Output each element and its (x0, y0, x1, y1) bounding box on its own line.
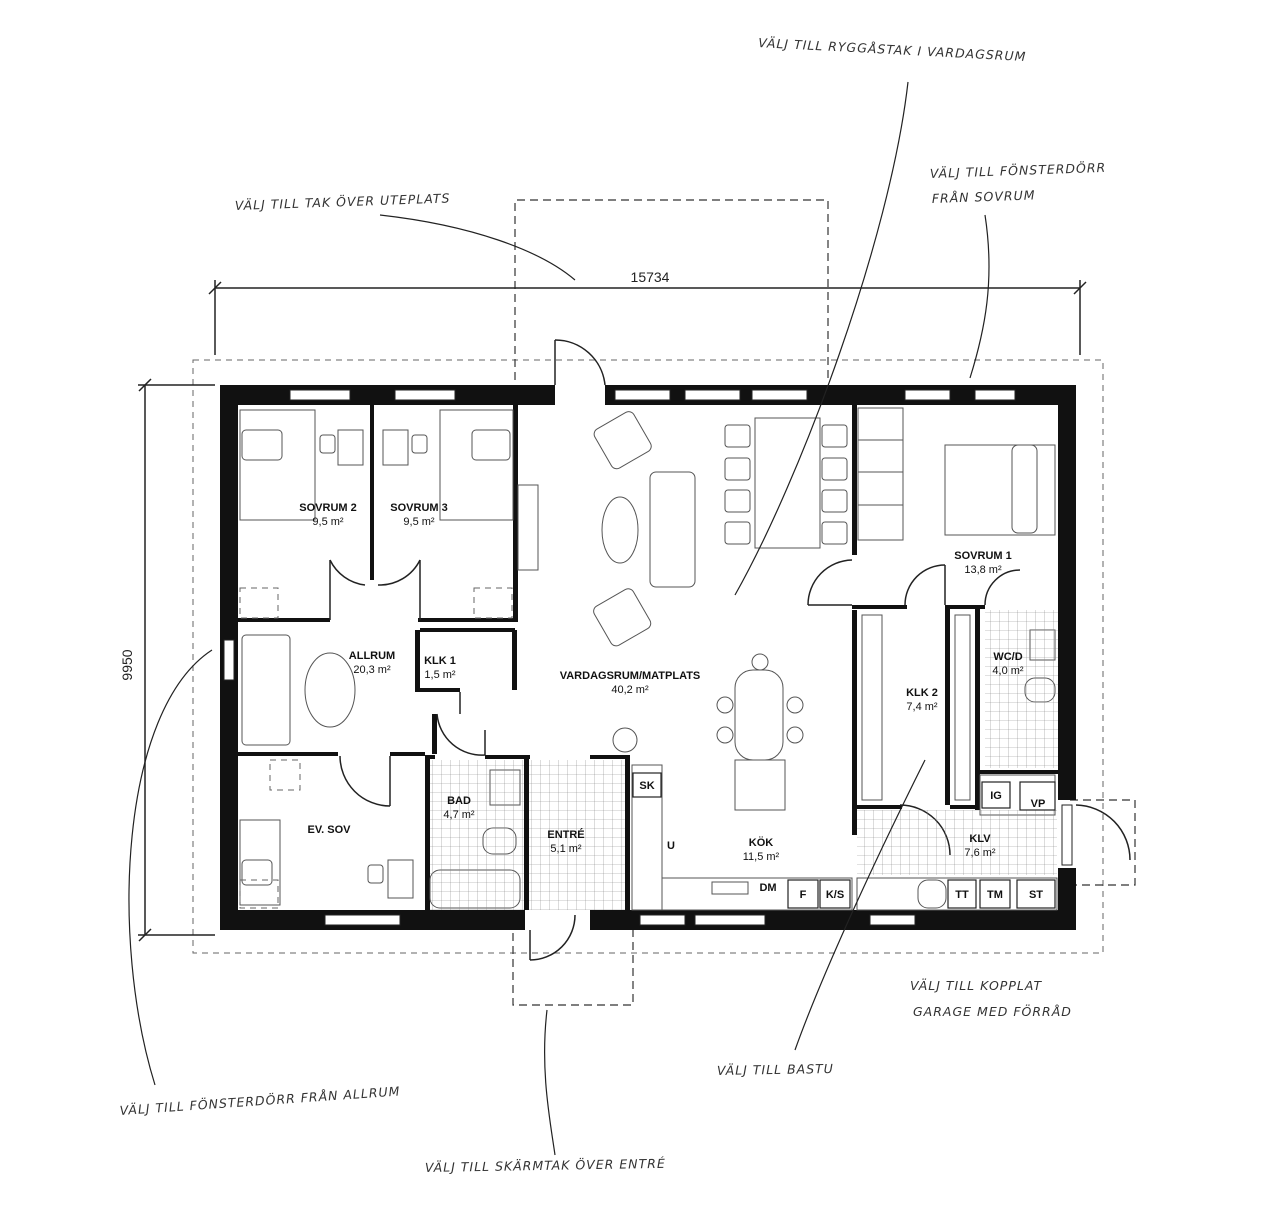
room-kok-area: 11,5 m² (743, 851, 780, 863)
code-f: F (800, 889, 807, 901)
room-sovrum2-area: 9,5 m² (312, 516, 344, 528)
code-tm: TM (987, 889, 1003, 901)
note-ryggastak: VÄLJ TILL RYGGÅSTAK I VARDAGSRUM (758, 35, 1027, 64)
sovrum1-closet (857, 407, 904, 541)
bottom-windows (324, 914, 916, 926)
room-bad-name: BAD (447, 795, 471, 807)
code-sk: SK (639, 780, 654, 792)
room-klv-area: 7,6 m² (964, 847, 996, 859)
allrum-window (223, 639, 235, 681)
desks (319, 429, 428, 899)
room-entre-name: ENTRÉ (547, 828, 584, 841)
note-garage-2: GARAGE MED FÖRRÅD (913, 1003, 1072, 1019)
room-wcd-name: WC/D (993, 651, 1022, 663)
room-vardagsrum-area: 40,2 m² (611, 684, 649, 696)
living-furniture (593, 411, 848, 811)
note-fonsterdorr-allrum: VÄLJ TILL FÖNSTERDÖRR FRÅN ALLRUM (119, 1082, 401, 1118)
width-label: 15734 (631, 269, 670, 285)
room-allrum-name: ALLRUM (349, 650, 395, 662)
note-fonsterdorr-sovrum-2: FRÅN SOVRUM (932, 187, 1036, 206)
code-u: U (667, 840, 675, 852)
wardrobes (239, 587, 513, 909)
klv-door-opening (1061, 804, 1073, 866)
code-st: ST (1029, 889, 1043, 901)
height-label: 9950 (119, 649, 135, 680)
code-ks: K/S (826, 889, 844, 901)
room-sovrum3-name: SOVRUM 3 (390, 502, 447, 514)
code-boxes (632, 772, 1056, 909)
entry-canopy-outline (512, 920, 634, 1006)
note-tak-uteplats: VÄLJ TILL TAK ÖVER UTEPLATS (235, 189, 451, 213)
note-skarmtak: VÄLJ TILL SKÄRMTAK ÖVER ENTRÉ (425, 1155, 666, 1175)
note-fonsterdorr-sovrum-1: VÄLJ TILL FÖNSTERDÖRR (930, 159, 1107, 181)
beds (239, 409, 1056, 906)
room-sovrum2-name: SOVRUM 2 (299, 502, 356, 514)
note-garage-1: VÄLJ TILL KOPPLAT (910, 978, 1042, 993)
code-vp: VP (1031, 798, 1046, 810)
room-sovrum1-area: 13,8 m² (964, 564, 1002, 576)
tiled-floors (430, 610, 1058, 910)
room-klk2-area: 7,4 m² (906, 701, 938, 713)
code-ig: IG (990, 790, 1002, 802)
roof-outline (192, 359, 1104, 954)
room-bad-area: 4,7 m² (443, 809, 475, 821)
allrum-furniture (241, 634, 356, 746)
width-dimension: 15734 (208, 269, 1087, 355)
garage-link-outline (1070, 799, 1136, 886)
veranda-roof-outline (514, 199, 829, 380)
note-bastu: VÄLJ TILL BASTU (717, 1061, 834, 1078)
leader-lines (128, 81, 990, 1156)
room-klk1-name: KLK 1 (424, 655, 456, 667)
room-wcd-area: 4,0 m² (992, 665, 1024, 677)
klk2-shelves (861, 614, 971, 801)
interior-walls (238, 405, 1058, 910)
room-evsov-name: EV. SOV (307, 824, 351, 836)
room-kok-name: KÖK (749, 836, 774, 849)
room-vardagsrum-name: VARDAGSRUM/MATPLATS (560, 670, 701, 682)
room-sovrum1-name: SOVRUM 1 (954, 550, 1011, 562)
room-sovrum3-area: 9,5 m² (403, 516, 435, 528)
height-dimension: 9950 (119, 378, 215, 942)
top-windows (289, 389, 1016, 401)
room-klk1-area: 1,5 m² (424, 669, 456, 681)
doors (329, 339, 1131, 961)
wall-shelf (517, 484, 539, 571)
room-klv-name: KLV (969, 833, 991, 845)
code-tt: TT (955, 889, 969, 901)
code-dm: DM (759, 882, 776, 894)
room-allrum-area: 20,3 m² (353, 664, 391, 676)
room-entre-area: 5,1 m² (550, 843, 582, 855)
room-klk2-name: KLK 2 (906, 687, 938, 699)
